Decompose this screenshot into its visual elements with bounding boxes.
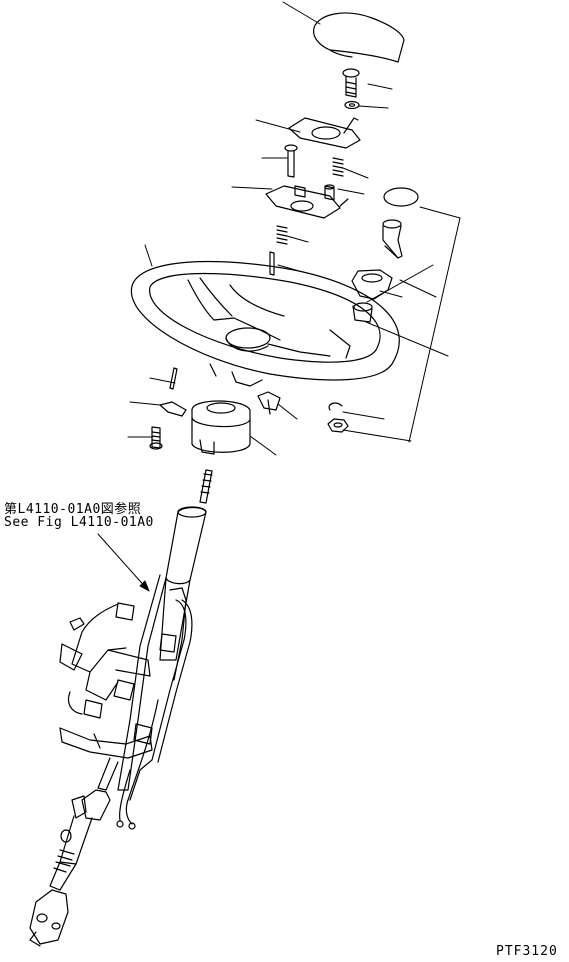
horn-bolt [343, 69, 359, 97]
spacer [325, 185, 334, 200]
horn-plate [289, 118, 360, 148]
steering-column [30, 470, 212, 946]
contact-plate [266, 186, 348, 218]
steering-nut-bolt [383, 220, 402, 258]
hook-clip [258, 392, 280, 414]
small-washer [329, 403, 342, 410]
washer [345, 102, 359, 109]
horn-cover [314, 13, 404, 62]
bracket-clip [160, 402, 186, 416]
spring-upper [333, 158, 343, 176]
hex-nut [328, 419, 348, 432]
plate-screw [285, 145, 297, 177]
drawing-code: PTF3120 [496, 944, 558, 959]
contact-pin [270, 252, 274, 275]
collar [353, 303, 372, 322]
knob-base [352, 270, 392, 299]
mounting-bolt [150, 427, 162, 449]
reference-note-english: See Fig L4110-01A0 [4, 515, 154, 530]
spring-lower [277, 226, 287, 244]
reference-note-japanese: 第L4110-01A0図参照 [4, 502, 142, 517]
horn-button-cap [384, 188, 418, 206]
key-pin [170, 368, 177, 389]
leader-lines [98, 2, 460, 591]
cancel-cam [192, 401, 250, 454]
steering-wheel [131, 262, 399, 386]
